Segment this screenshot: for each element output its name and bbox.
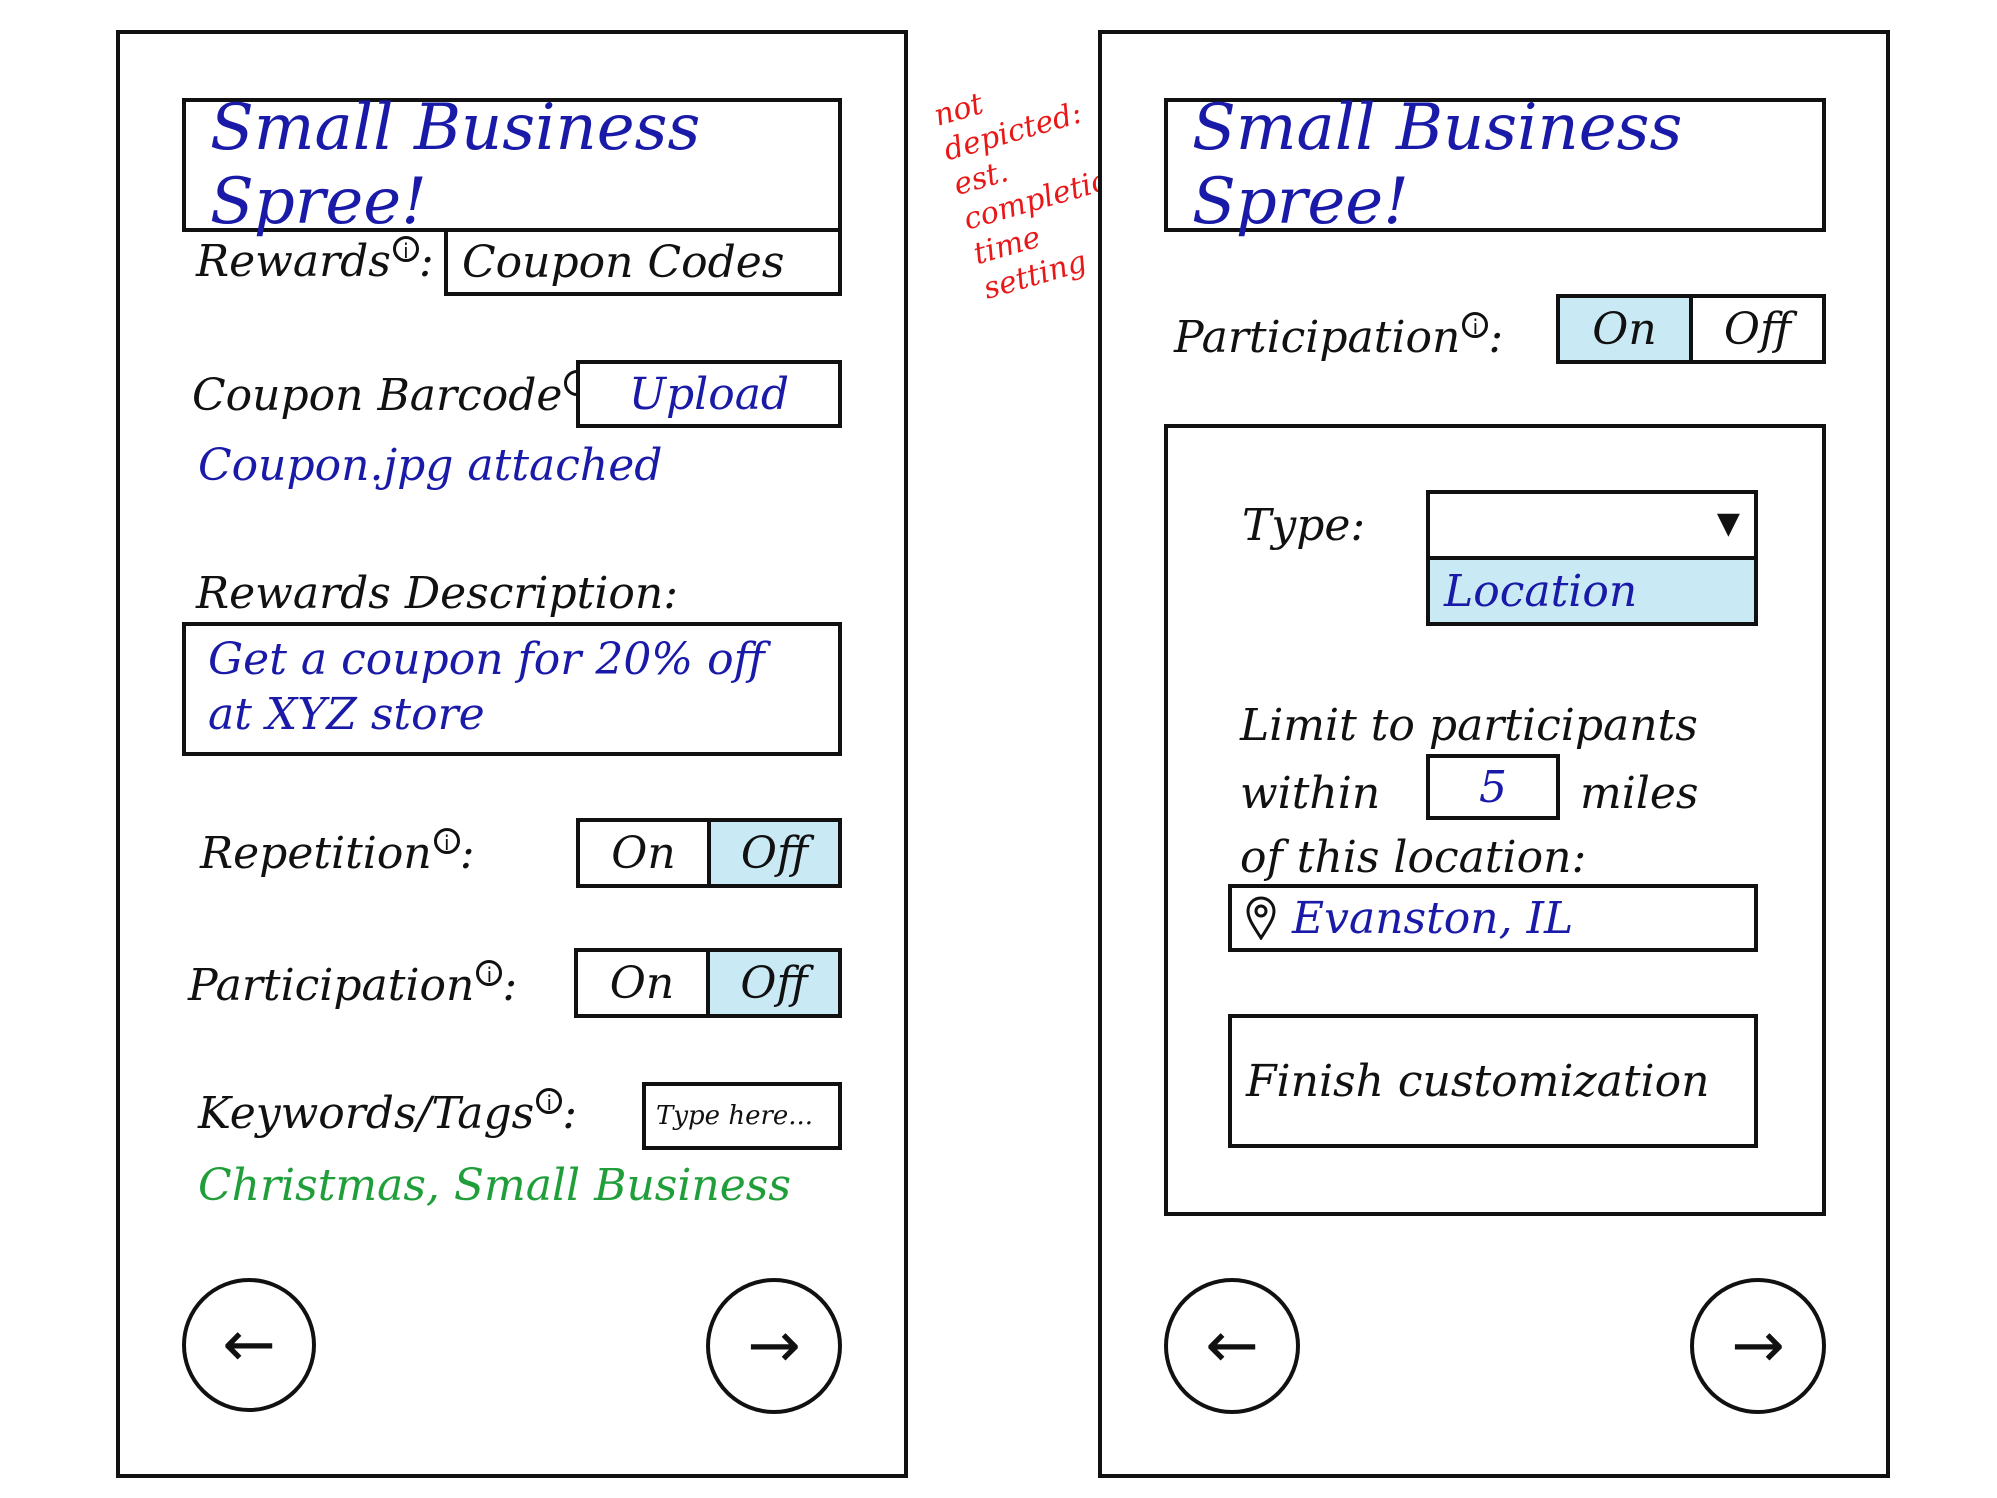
upload-status: Coupon.jpg attached xyxy=(198,440,663,491)
right-participation-toggle: On Off xyxy=(1556,294,1826,364)
upload-button[interactable]: Upload xyxy=(576,360,842,428)
left-app-title: Small Business Spree! xyxy=(182,91,842,239)
repetition-on-option[interactable]: On xyxy=(611,827,676,879)
limit-line-3: of this location: xyxy=(1240,832,1587,883)
type-option-location[interactable]: Location xyxy=(1426,556,1758,626)
arrow-left-icon: ← xyxy=(1205,1309,1259,1383)
rewards-description-textarea[interactable]: Get a coupon for 20% off at XYZ store xyxy=(182,622,842,756)
location-input[interactable]: Evanston, IL xyxy=(1228,884,1758,952)
right-next-button[interactable]: → xyxy=(1690,1278,1826,1414)
participation-info-icon[interactable]: i xyxy=(476,960,503,987)
keywords-info-icon[interactable]: i xyxy=(536,1088,563,1115)
right-app-title: Small Business Spree! xyxy=(1164,91,1826,239)
arrow-right-icon: → xyxy=(747,1309,801,1383)
right-participation-off-option[interactable]: Off xyxy=(1689,298,1822,360)
limit-miles-text: miles xyxy=(1580,768,1699,819)
coupon-barcode-label: Coupon Barcodei: xyxy=(192,370,605,421)
rewards-description-label: Rewards Description: xyxy=(196,568,679,619)
location-pin-icon xyxy=(1246,896,1276,941)
left-back-button[interactable]: ← xyxy=(182,1278,316,1412)
right-participation-on-option[interactable]: On xyxy=(1560,298,1689,360)
repetition-info-icon[interactable]: i xyxy=(433,828,460,855)
participation-toggle: On Off xyxy=(574,948,842,1018)
repetition-toggle: On Off xyxy=(576,818,842,888)
rewards-value: Coupon Codes xyxy=(462,236,785,288)
dropdown-arrow-icon: ▼ xyxy=(1716,506,1740,541)
type-dropdown[interactable]: ▼ xyxy=(1426,490,1758,560)
participation-on-option[interactable]: On xyxy=(609,957,675,1009)
miles-input[interactable]: 5 xyxy=(1426,754,1560,820)
right-back-button[interactable]: ← xyxy=(1164,1278,1300,1414)
rewards-info-icon[interactable]: i xyxy=(392,236,419,263)
participation-off-option[interactable]: Off xyxy=(706,952,838,1014)
limit-within-text: within xyxy=(1240,768,1381,819)
repetition-off-option[interactable]: Off xyxy=(707,822,838,884)
finish-customization-button[interactable]: Finish customization xyxy=(1228,1014,1758,1148)
limit-line-1: Limit to participants xyxy=(1240,700,1698,751)
type-label: Type: xyxy=(1242,500,1366,551)
keywords-tags: Christmas, Small Business xyxy=(198,1160,791,1211)
arrow-left-icon: ← xyxy=(222,1308,276,1382)
keywords-input[interactable]: Type here... xyxy=(642,1082,842,1150)
left-next-button[interactable]: → xyxy=(706,1278,842,1414)
arrow-right-icon: → xyxy=(1731,1309,1785,1383)
right-participation-info-icon[interactable]: i xyxy=(1462,312,1489,339)
rewards-select[interactable]: Coupon Codes xyxy=(444,228,842,296)
